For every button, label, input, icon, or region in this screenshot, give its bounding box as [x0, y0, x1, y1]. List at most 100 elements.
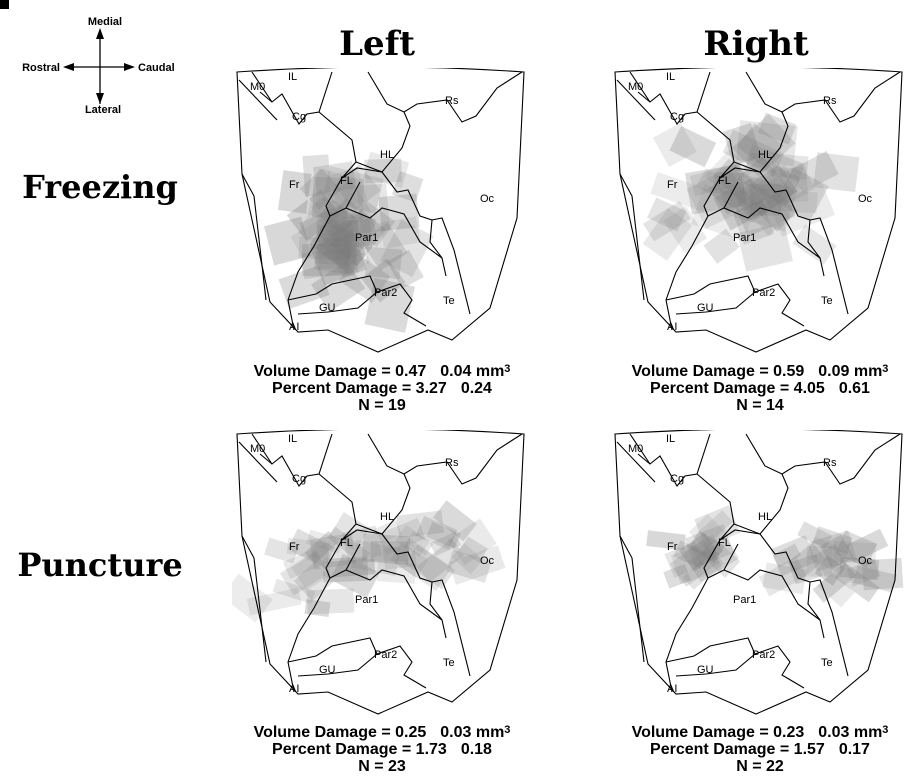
region-label-par1: Par1 — [355, 232, 378, 244]
region-label-cg: Cg — [292, 473, 306, 485]
region-label-par2: Par2 — [374, 287, 397, 299]
lesion-patch — [286, 537, 330, 560]
volume-damage: Volume Damage = 0.47 — [253, 363, 427, 380]
lesion-patch — [673, 540, 708, 569]
lesion-patch — [733, 164, 798, 223]
region-boundary — [637, 453, 651, 465]
region-label-ai: AI — [289, 321, 299, 333]
lesion-patch — [446, 549, 492, 583]
volume-sem: 0.04 mm — [440, 363, 505, 380]
region-label-rs: Rs — [823, 457, 837, 469]
region-label-cg: Cg — [670, 473, 684, 485]
compass-lateral: Lateral — [85, 104, 121, 116]
region-label-cg: Cg — [670, 111, 684, 123]
lesion-patch — [302, 154, 332, 197]
lesion-patch — [326, 558, 376, 578]
lesion-patch — [779, 166, 809, 204]
lesion-patch — [643, 201, 691, 242]
lesion-patch — [432, 500, 477, 542]
lesion-patch — [356, 183, 391, 234]
lesion-patch — [313, 161, 357, 195]
lesion-patch — [329, 553, 380, 599]
region-label-gu: GU — [697, 302, 714, 314]
lesion-overlay — [642, 112, 860, 272]
row-heading-puncture: Puncture — [17, 546, 183, 584]
region-boundary — [381, 533, 443, 621]
lesion-patch — [322, 234, 365, 275]
region-label-hl: HL — [758, 511, 772, 523]
lesion-patch — [291, 552, 331, 591]
lesion-patch — [311, 260, 366, 313]
lesion-patch — [699, 538, 741, 578]
lesion-patch — [447, 518, 497, 566]
compass-rostral: Rostral — [22, 62, 60, 74]
lesion-patch — [652, 122, 697, 168]
region-label-oc: Oc — [858, 193, 873, 205]
lesion-patch — [647, 197, 687, 232]
region-label-par2: Par2 — [752, 649, 775, 661]
region-boundary — [241, 173, 267, 301]
lesion-patch — [688, 513, 725, 550]
lesion-patch — [459, 536, 488, 563]
region-label-il: IL — [666, 71, 675, 83]
lesion-patch — [819, 534, 854, 570]
volume-sem: 0.09 mm — [818, 363, 883, 380]
region-boundary — [616, 441, 656, 483]
unit-exponent: 3 — [504, 724, 511, 736]
lesion-overlay — [264, 151, 434, 333]
region-boundary — [376, 283, 427, 327]
lesion-patch — [363, 151, 410, 189]
lesion-patch — [415, 515, 458, 550]
arrow-left-icon — [63, 63, 74, 71]
region-label-ai: AI — [667, 321, 677, 333]
region-label-rs: Rs — [445, 457, 459, 469]
cortex-outline — [614, 430, 903, 715]
region-boundary — [431, 217, 471, 315]
lesion-patch — [364, 246, 403, 280]
unit-exponent: 3 — [882, 724, 889, 736]
region-boundary — [367, 433, 523, 485]
region-label-par1: Par1 — [355, 594, 378, 606]
lesion-patch — [246, 587, 302, 616]
region-boundary — [287, 637, 378, 677]
volume-damage: Volume Damage = 0.23 — [631, 724, 805, 741]
lesion-patch — [713, 178, 768, 231]
lesion-patch — [448, 545, 506, 585]
unit-exponent: 3 — [882, 363, 889, 375]
region-boundary — [754, 645, 805, 689]
compass-medial: Medial — [88, 16, 122, 28]
n-count: N = 14 — [736, 397, 784, 414]
region-label-hl: HL — [380, 511, 394, 523]
region-boundary — [754, 283, 805, 327]
region-boundary — [759, 171, 821, 259]
region-boundary — [745, 71, 901, 123]
region-boundary — [665, 661, 673, 693]
lesion-patch — [395, 525, 431, 558]
lesion-patch — [732, 200, 774, 245]
lesion-patch — [278, 265, 330, 310]
lesion-patch — [684, 524, 735, 568]
region-label-fl: FL — [340, 537, 353, 549]
region-label-fl: FL — [340, 175, 353, 187]
lesion-patch — [299, 168, 342, 210]
lesion-patch — [736, 189, 796, 237]
lesion-patch — [314, 218, 359, 266]
lesion-patch — [264, 216, 312, 266]
lesion-patch — [853, 565, 897, 593]
region-boundary — [616, 79, 656, 121]
region-label-oc: Oc — [858, 555, 873, 567]
lesion-patch — [835, 530, 878, 568]
lesion-patch — [679, 532, 720, 572]
region-label-hl: HL — [758, 149, 772, 161]
region-boundary — [809, 579, 849, 677]
lesion-patch — [769, 183, 836, 237]
region-label-par2: Par2 — [374, 649, 397, 661]
lesion-patch — [290, 211, 346, 258]
